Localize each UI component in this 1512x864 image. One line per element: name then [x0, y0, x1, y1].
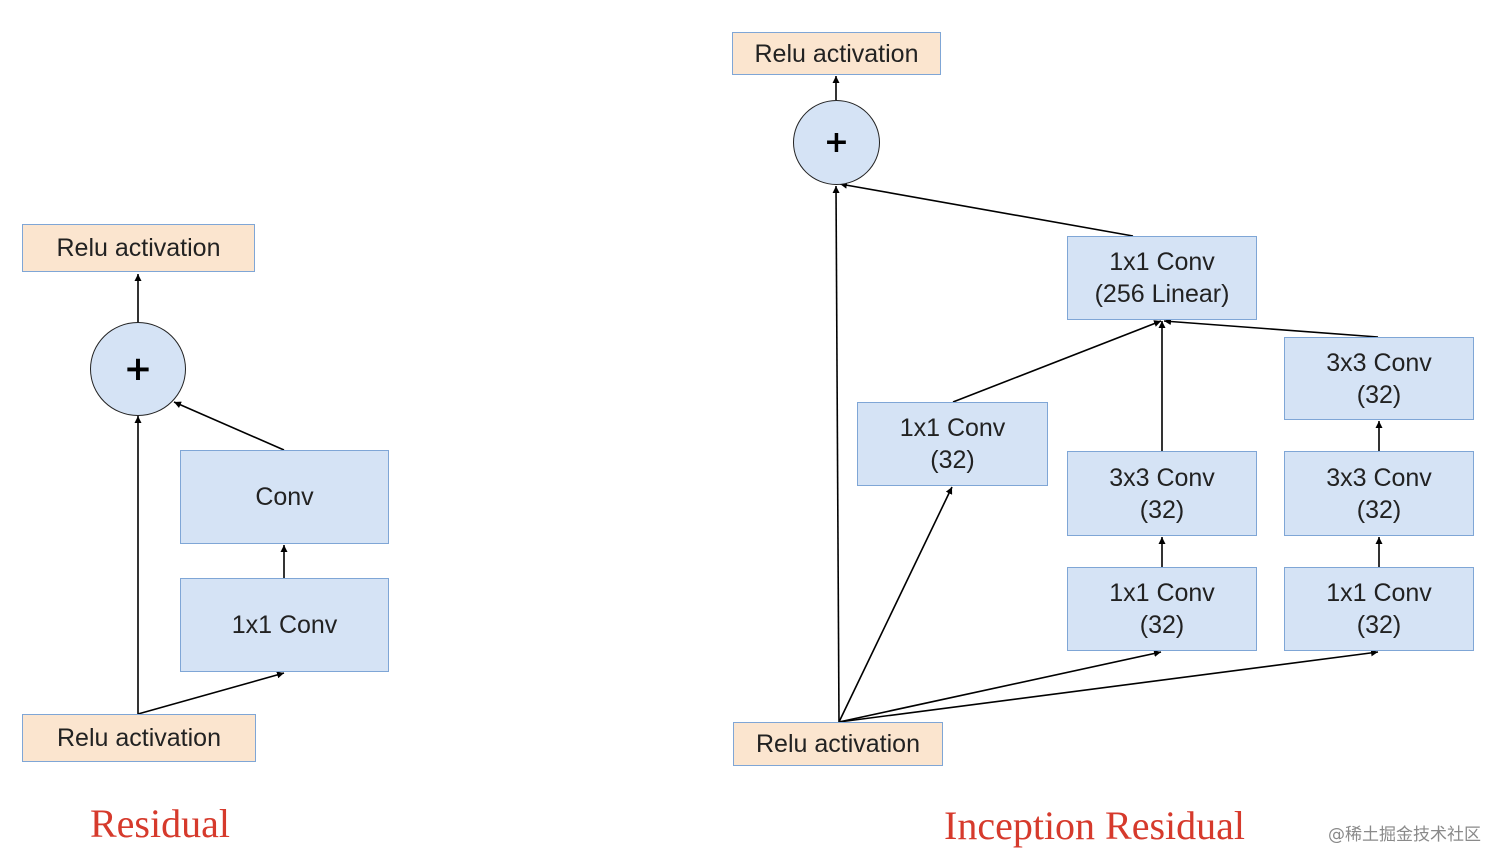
watermark-text: @稀土掘金技术社区 — [1328, 825, 1481, 845]
inception-branch3-1x1-box: 1x1 Conv (32) — [1284, 567, 1474, 651]
residual-caption: Residual — [90, 801, 230, 846]
residual-1x1-conv-label: 1x1 Conv — [231, 611, 338, 639]
arrow-inception-skip — [832, 185, 840, 723]
inception-branch2-1x1-line2: (32) — [1139, 611, 1185, 639]
arrow-inception-linear-to-add — [839, 181, 1134, 237]
arrow-inception-relu-to-branch1 — [838, 486, 953, 723]
inception-branch3-1x1-line1: 1x1 Conv — [1326, 579, 1432, 607]
residual-1x1-conv-box: 1x1 Conv — [180, 578, 389, 672]
inception-linear-conv-line1: 1x1 Conv — [1109, 248, 1215, 276]
inception-relu-bottom-label: Relu activation — [756, 730, 920, 758]
inception-branch3-3x3-top-box: 3x3 Conv (32) — [1284, 337, 1474, 420]
residual-conv-box: Conv — [180, 450, 389, 544]
inception-residual-caption: Inception Residual — [944, 803, 1246, 848]
inception-relu-top-label: Relu activation — [754, 39, 919, 68]
arrow-residual-conv-to-add — [173, 401, 285, 451]
residual-add-node: + — [90, 322, 186, 416]
residual-relu-bottom: Relu activation — [22, 714, 256, 762]
residual-conv-label: Conv — [255, 483, 314, 511]
inception-branch3-1x1-line2: (32) — [1356, 611, 1402, 639]
inception-branch1-conv-line1: 1x1 Conv — [899, 414, 1006, 442]
inception-branch2-1x1-line1: 1x1 Conv — [1109, 579, 1215, 607]
inception-branch1-conv-line2: (32) — [930, 446, 975, 474]
inception-branch3-3x3-top-line2: (32) — [1356, 380, 1402, 409]
inception-branch3-3x3-mid-line2: (32) — [1356, 495, 1402, 524]
arrow-inception-branch3-top-to-linear — [1163, 318, 1379, 338]
inception-relu-top: Relu activation — [732, 32, 941, 75]
residual-relu-top: Relu activation — [22, 224, 255, 272]
residual-relu-bottom-label: Relu activation — [57, 724, 221, 752]
inception-branch1-conv-box: 1x1 Conv (32) — [857, 402, 1048, 486]
inception-add-node: + — [793, 100, 880, 185]
arrow-inception-relu-to-branch3 — [838, 649, 1379, 723]
inception-branch2-3x3-line2: (32) — [1139, 495, 1185, 524]
inception-linear-conv-line2: (256 Linear) — [1094, 280, 1230, 308]
inception-branch3-3x3-mid-box: 3x3 Conv (32) — [1284, 451, 1474, 536]
inception-relu-bottom: Relu activation — [733, 722, 943, 766]
inception-branch2-1x1-box: 1x1 Conv (32) — [1067, 567, 1257, 651]
residual-relu-top-label: Relu activation — [56, 234, 221, 262]
inception-branch3-3x3-top-line1: 3x3 Conv — [1326, 348, 1432, 377]
inception-branch2-3x3-box: 3x3 Conv (32) — [1067, 451, 1257, 536]
plus-icon: + — [123, 349, 153, 389]
inception-branch2-3x3-line1: 3x3 Conv — [1109, 463, 1215, 492]
arrow-residual-relu-to-1x1 — [137, 671, 285, 715]
inception-linear-conv-box: 1x1 Conv (256 Linear) — [1067, 236, 1257, 320]
inception-branch3-3x3-mid-line1: 3x3 Conv — [1326, 463, 1432, 492]
plus-icon: + — [823, 125, 850, 160]
arrow-inception-branch1-to-linear — [952, 320, 1162, 403]
arrow-inception-relu-to-branch2 — [838, 650, 1162, 723]
